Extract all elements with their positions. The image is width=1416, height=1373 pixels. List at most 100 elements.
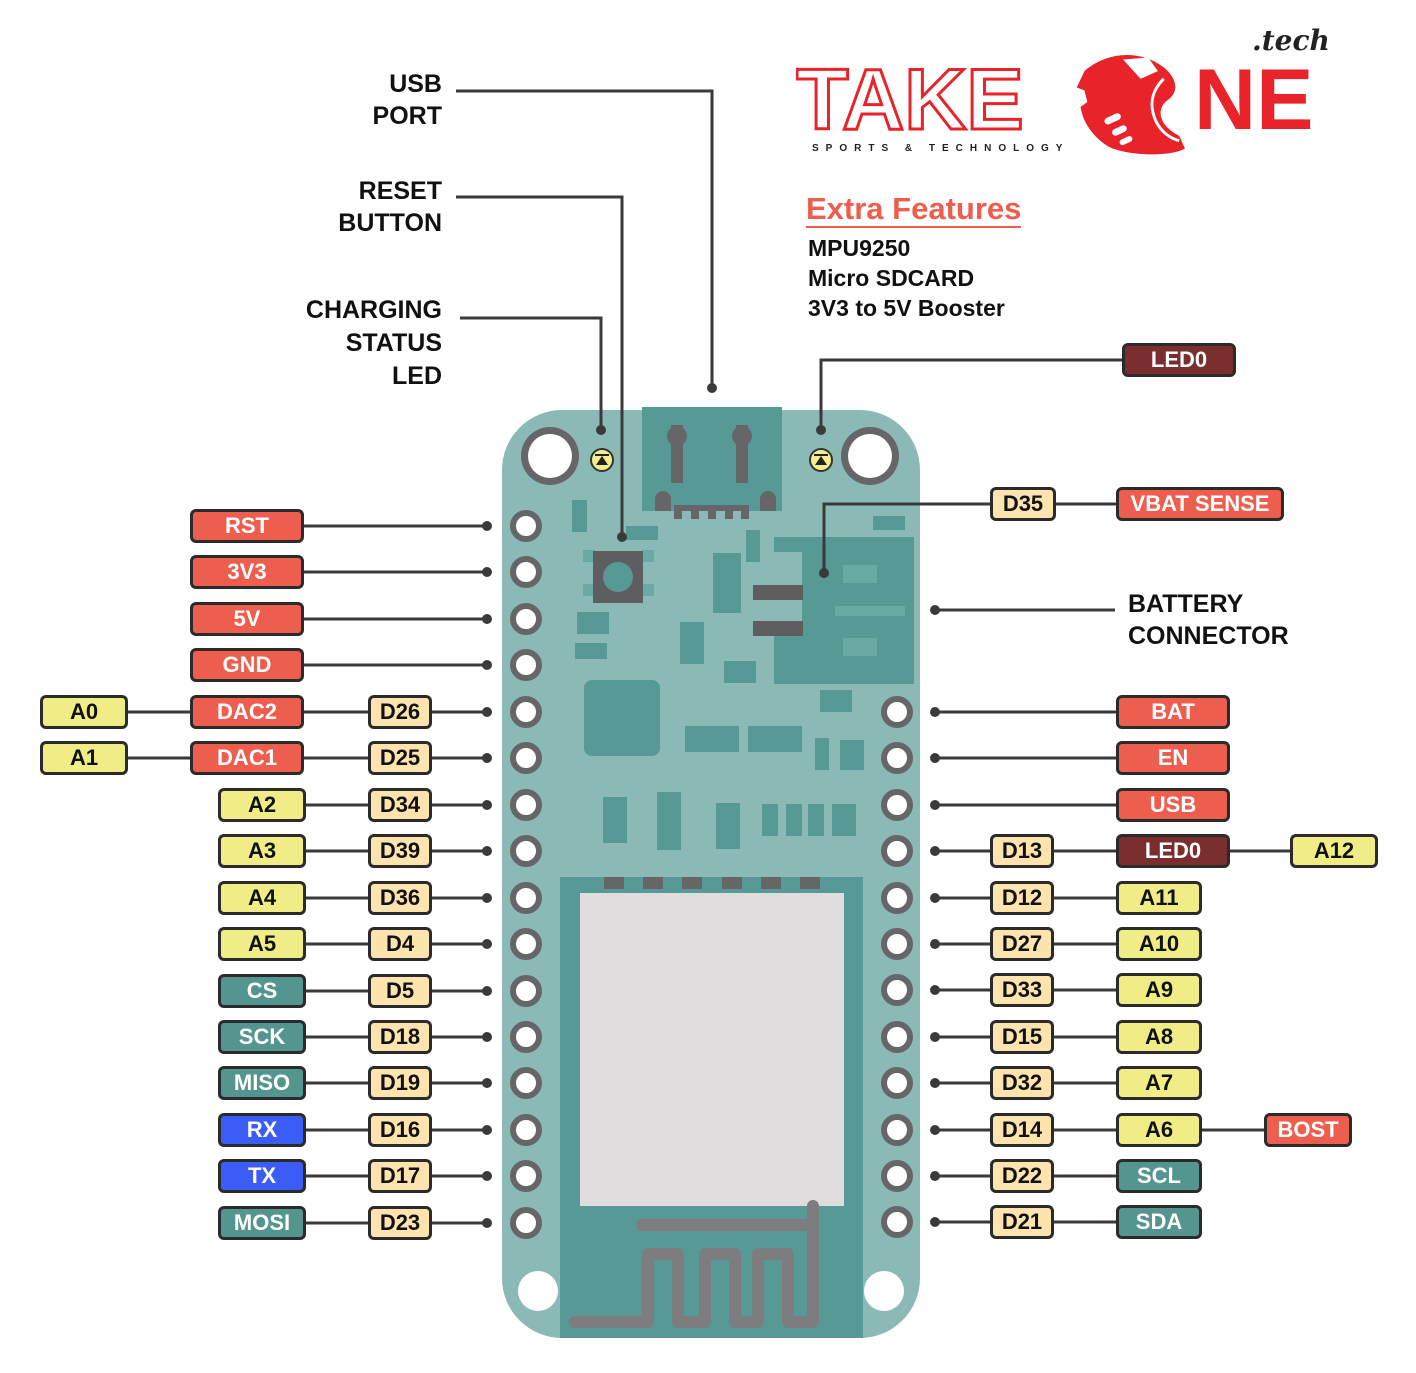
- alt-function-label: A11: [1116, 881, 1202, 915]
- pin-dot: [482, 567, 492, 577]
- pin-dot: [482, 846, 492, 856]
- alt-function-label: SCL: [1116, 1159, 1202, 1193]
- pin-dot: [930, 1171, 940, 1181]
- pin-dot: [930, 1125, 940, 1135]
- pin-label: GND: [190, 648, 304, 682]
- pin-dot: [930, 939, 940, 949]
- header-pad: [510, 1160, 542, 1192]
- pin-dot: [930, 1032, 940, 1042]
- pin-dot: [930, 893, 940, 903]
- pin-label: RST: [190, 509, 304, 543]
- pin-dot: [930, 753, 940, 763]
- label-led0: LED0: [1122, 343, 1236, 377]
- pin-dot: [482, 707, 492, 717]
- alt-function-label: MOSI: [218, 1206, 306, 1240]
- pin-label: USB: [1116, 788, 1230, 822]
- header-pad: [510, 696, 542, 728]
- header-pad: [881, 789, 913, 821]
- logo-text-take: TAKE: [796, 60, 1025, 140]
- logo-suffix: .tech: [1252, 24, 1330, 57]
- alt-function-label: DAC2: [190, 695, 304, 729]
- leader-reset-button: [456, 195, 624, 537]
- header-pad: [510, 649, 542, 681]
- analog-label: A0: [40, 695, 128, 729]
- alt-function-label: LED0: [1116, 834, 1230, 868]
- callout-battery-connector: BATTERY CONNECTOR: [1128, 590, 1289, 650]
- battery-connector-graphic: [753, 537, 914, 684]
- pin-dot: [930, 800, 940, 810]
- pin-dot: [482, 1218, 492, 1228]
- pin-dot: [930, 707, 940, 717]
- pin-dot: [482, 753, 492, 763]
- alt-function-label: A10: [1116, 927, 1202, 961]
- pin-dot: [482, 800, 492, 810]
- header-pad: [881, 1067, 913, 1099]
- pin-label: BAT: [1116, 695, 1230, 729]
- gpio-label: D21: [990, 1205, 1054, 1239]
- leader-usb-port: [456, 89, 714, 388]
- header-pad: [510, 975, 542, 1007]
- pin-label: EN: [1116, 741, 1230, 775]
- extra-label: A12: [1290, 834, 1378, 868]
- gpio-label: D26: [368, 695, 432, 729]
- analog-label: A1: [40, 741, 128, 775]
- pin-dot: [930, 985, 940, 995]
- header-pad: [510, 882, 542, 914]
- alt-function-label: A4: [218, 881, 306, 915]
- leader-charging-led: [460, 316, 603, 430]
- header-pad: [881, 928, 913, 960]
- header-pad: [510, 1207, 542, 1239]
- smd-components: [572, 500, 905, 850]
- gpio-label: D17: [368, 1159, 432, 1193]
- pin-dot: [482, 614, 492, 624]
- feature-item: 3V3 to 5V Booster: [808, 295, 1005, 321]
- pin-dot: [482, 1078, 492, 1088]
- pin-dot: [482, 986, 492, 996]
- alt-function-label: A3: [218, 834, 306, 868]
- gpio-label: D25: [368, 741, 432, 775]
- header-pad: [510, 928, 542, 960]
- pin-dot: [482, 1032, 492, 1042]
- pin-dot: [482, 1171, 492, 1181]
- leader-led0-top: [819, 358, 1122, 430]
- alt-function-label: A5: [218, 927, 306, 961]
- header-pad: [881, 742, 913, 774]
- header-pad: [881, 1160, 913, 1192]
- header-pad: [881, 882, 913, 914]
- feature-item: MPU9250: [808, 235, 911, 261]
- header-pad: [510, 742, 542, 774]
- pin-dot: [482, 1125, 492, 1135]
- gpio-label: D5: [368, 974, 432, 1008]
- features-title: Extra Features: [806, 191, 1022, 228]
- gpio-label: D33: [990, 973, 1054, 1007]
- logo-tagline: SPORTS & TECHNOLOGY: [812, 143, 1070, 154]
- gpio-label: D4: [368, 927, 432, 961]
- gpio-label: D34: [368, 788, 432, 822]
- pin-label: 5V: [190, 602, 304, 636]
- leader-vbat: [822, 502, 990, 573]
- alt-function-label: A8: [1116, 1020, 1202, 1054]
- header-pad: [510, 789, 542, 821]
- header-pad: [881, 1021, 913, 1053]
- extra-label: BOST: [1264, 1113, 1352, 1147]
- header-pad: [510, 835, 542, 867]
- esp32-module: [560, 877, 863, 1338]
- header-pad: [510, 1021, 542, 1053]
- callout-reset-button: RESET BUTTON: [338, 177, 442, 237]
- alt-function-label: SCK: [218, 1020, 306, 1054]
- led-icon: [809, 448, 833, 472]
- alt-function-label: A2: [218, 788, 306, 822]
- alt-function-label: A9: [1116, 973, 1202, 1007]
- pin-dot: [930, 1217, 940, 1227]
- antenna-trace: [569, 1200, 819, 1328]
- gpio-label: D39: [368, 834, 432, 868]
- alt-function-label: SDA: [1116, 1205, 1202, 1239]
- header-pad: [881, 835, 913, 867]
- header-pad: [510, 1067, 542, 1099]
- gpio-label: D18: [368, 1020, 432, 1054]
- gpio-label: D12: [990, 881, 1054, 915]
- pin-dot: [930, 846, 940, 856]
- alt-function-label: TX: [218, 1159, 306, 1193]
